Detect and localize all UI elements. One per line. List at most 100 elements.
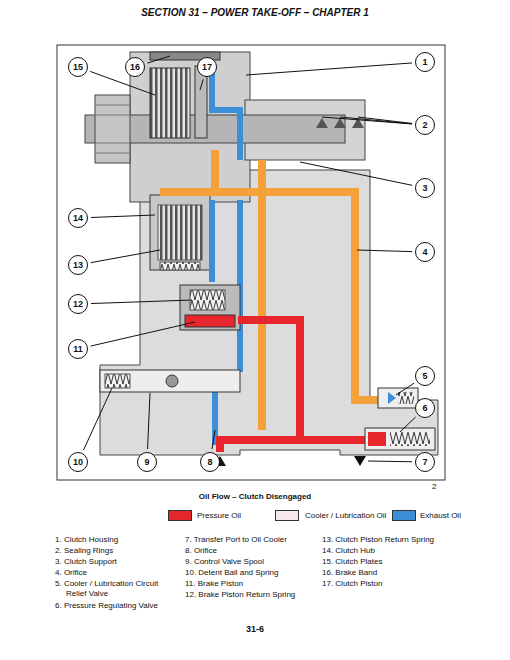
leader-line	[91, 215, 155, 217]
regulating-spool	[368, 432, 386, 446]
parts-list-item: 10. Detent Ball and Spring	[185, 568, 320, 578]
leader-line	[300, 162, 412, 185]
detent-ball	[166, 375, 178, 387]
callout-text: 5	[422, 371, 427, 381]
relief-valve	[378, 388, 418, 408]
pressure-passages	[220, 320, 380, 452]
callout-number: 9	[137, 452, 157, 472]
parts-list-item: 2. Sealing Rings	[55, 546, 180, 556]
callout-text: 14	[73, 213, 83, 223]
callout-text: 4	[422, 247, 427, 257]
callout-number: 3	[415, 178, 435, 198]
parts-list-item: 7. Transfer Port to Oil Cooler	[185, 535, 320, 545]
callout-number: 6	[415, 398, 435, 418]
relief-spring	[398, 392, 414, 404]
callout-number: 15	[68, 57, 88, 77]
callout-number: 14	[68, 208, 88, 228]
callout-text: 1	[422, 57, 427, 67]
callout-number: 1	[415, 52, 435, 72]
page-header: SECTION 31 – POWER TAKE-OFF – CHAPTER 1	[0, 8, 510, 18]
leader-line	[83, 388, 112, 450]
clutch-plates	[150, 68, 190, 138]
callout-text: 9	[144, 457, 149, 467]
parts-list-item: 9. Control Valve Spool	[185, 557, 320, 567]
flow-arrow	[354, 456, 366, 466]
clutch-hub	[150, 195, 210, 270]
callout-text: 16	[130, 62, 140, 72]
parts-list-item: 16. Brake Band	[322, 568, 492, 578]
parts-list-item: 8. Orifice	[185, 546, 320, 556]
callout-text: 15	[73, 62, 83, 72]
callout-number: 5	[415, 366, 435, 386]
parts-list-item: 17. Clutch Piston	[322, 579, 492, 589]
callout-text: 2	[422, 120, 427, 130]
caption: Oil Flow – Clutch Disengaged	[0, 492, 510, 502]
control-valve-spool	[100, 370, 240, 392]
housing	[85, 52, 438, 455]
leader-line	[148, 393, 150, 449]
parts-list-item: 12. Brake Piston Return Spring	[185, 590, 320, 600]
relief-valve-ball	[388, 392, 396, 404]
leader-line	[396, 383, 414, 395]
parts-list-item: 14. Clutch Hub	[322, 546, 492, 556]
leader-line	[368, 461, 412, 463]
leader-line	[357, 250, 412, 252]
callout-number: 2	[415, 115, 435, 135]
detent-spring	[105, 374, 130, 388]
legend-text: Exhaust Oil	[420, 511, 461, 521]
callout-text: 3	[422, 183, 427, 193]
callout-text: 17	[202, 62, 212, 72]
callout-text: 10	[73, 457, 83, 467]
callout-text: 12	[73, 299, 83, 309]
parts-list-item: 13. Clutch Piston Return Spring	[322, 535, 492, 545]
leader-line	[358, 117, 412, 123]
pressure-chamber	[185, 315, 235, 327]
callout-number: 17	[197, 57, 217, 77]
callout-number: 13	[68, 255, 88, 275]
parts-list-item: 5. Cooler / Lubrication Circuit Relief V…	[55, 579, 180, 599]
leader-line	[200, 79, 203, 90]
pressure-regulating-valve	[365, 428, 435, 450]
parts-list-item: 15. Clutch Plates	[322, 557, 492, 567]
leader-line	[400, 417, 416, 432]
callout-number: 10	[68, 452, 88, 472]
parts-list-item: 1. Clutch Housing	[55, 535, 180, 545]
callout-number: 12	[68, 294, 88, 314]
callout-text: 8	[207, 457, 212, 467]
return-spring	[160, 262, 200, 270]
hub-plates	[158, 205, 202, 260]
legend-text: Cooler / Lubrication Oil	[305, 511, 386, 521]
legend-swatch	[275, 510, 299, 521]
leader-line	[91, 300, 192, 304]
legend-text: Pressure Oil	[197, 511, 241, 521]
callout-text: 13	[73, 260, 83, 270]
callout-text: 11	[73, 344, 83, 354]
legend-swatch	[392, 510, 416, 521]
leader-line	[246, 63, 412, 75]
figure-number: 2	[432, 482, 436, 492]
brake-spring	[190, 290, 225, 310]
leader-line	[91, 250, 160, 263]
leader-line	[212, 430, 215, 449]
callout-number: 8	[200, 452, 220, 472]
leader-line	[91, 322, 195, 346]
leader-line	[340, 117, 412, 124]
callout-text: 6	[422, 403, 427, 413]
callout-number: 11	[68, 339, 88, 359]
callout-number: 4	[415, 242, 435, 262]
leader-line	[322, 117, 412, 124]
leader-line	[147, 56, 170, 63]
parts-list-item: 4. Orifice	[55, 568, 180, 578]
leader-line	[90, 71, 155, 95]
parts-list-item: 6. Pressure Regulating Valve	[55, 601, 180, 611]
parts-list-item: 11. Brake Piston	[185, 579, 320, 589]
legend-swatch	[168, 510, 192, 521]
callout-text: 7	[422, 457, 427, 467]
figure-frame	[57, 45, 445, 480]
callout-number: 16	[125, 57, 145, 77]
parts-list-item: 3. Clutch Support	[55, 557, 180, 567]
page-number: 31-6	[0, 624, 510, 634]
regulating-spring	[390, 432, 430, 446]
callout-number: 7	[415, 452, 435, 472]
